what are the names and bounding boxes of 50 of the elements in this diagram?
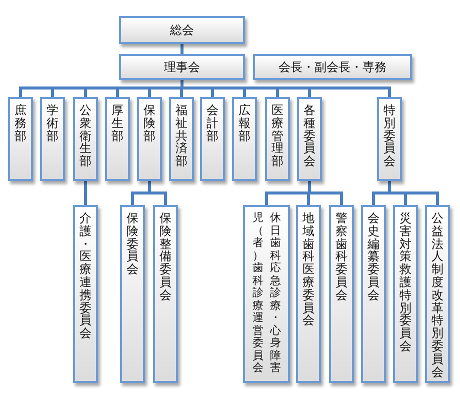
box-label: 広報部: [238, 104, 251, 142]
box-label: 休日歯科応急診療・心身障害児（者）歯科診療運営委員会: [252, 212, 282, 374]
box-label: 特別委員会: [383, 104, 396, 168]
org-box: [119, 54, 245, 80]
org-box: [393, 205, 418, 383]
box-label: 介護・医療連携委員会: [79, 212, 92, 340]
box-label: 保険整備委員会: [159, 212, 172, 302]
box-label: 警察歯科委員会: [335, 212, 348, 302]
box-label: 保険部: [143, 104, 156, 142]
org-box: [169, 97, 194, 181]
org-box: [425, 205, 450, 383]
org-box: [243, 205, 290, 383]
org-box: [377, 97, 402, 181]
org-box: [329, 205, 354, 383]
connector-line: [148, 181, 167, 205]
org-box: [8, 97, 33, 181]
box-label: 公益法人制度改革特別委員会: [431, 212, 444, 378]
org-box: [105, 97, 130, 181]
connector-line: [84, 181, 87, 205]
org-box: [120, 205, 145, 383]
box-label: 庶務部: [14, 104, 27, 142]
org-box: [73, 205, 98, 383]
box-label: 理事会: [164, 58, 200, 76]
box-label: 会計部: [206, 104, 219, 142]
connector-line: [308, 181, 343, 205]
box-label: 各種委員会: [303, 104, 316, 168]
box-label: 福祉共済部: [175, 104, 188, 168]
org-box: [200, 97, 225, 181]
org-box: [361, 205, 386, 383]
org-box: [232, 97, 257, 181]
box-label: 厚生部: [111, 104, 124, 142]
box-label: 地域歯科医療委員会: [302, 212, 315, 328]
connector-line: [180, 44, 184, 54]
org-box: [296, 205, 321, 383]
box-label: 医療管理部: [271, 104, 284, 168]
box-label: 学術部: [46, 104, 59, 142]
org-box: [265, 97, 290, 181]
box-label: 会長・副会長・専務: [278, 58, 386, 76]
box-label: 公衆衛生部: [79, 104, 92, 168]
box-label: 会史編纂委員会: [367, 212, 380, 302]
org-box: [40, 97, 65, 181]
box-label: 災害対策救護特別委員会: [399, 212, 412, 353]
org-box: [137, 97, 162, 181]
org-box: [73, 97, 98, 181]
org-box: [297, 97, 322, 181]
box-label: 保険委員会: [126, 212, 139, 276]
org-box: [119, 16, 245, 44]
box-label: 総会: [170, 22, 194, 38]
org-box: [153, 205, 178, 383]
org-box: [253, 54, 412, 80]
